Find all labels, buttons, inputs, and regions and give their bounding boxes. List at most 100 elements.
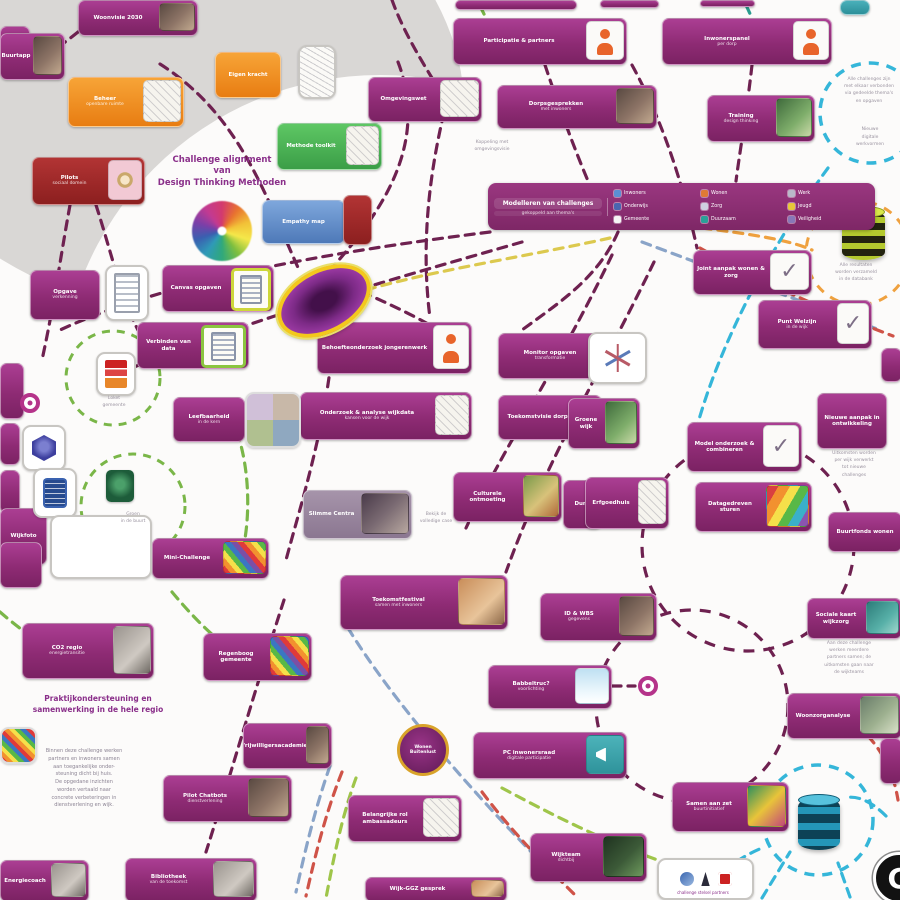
card-sociale-kaart[interactable]: Sociale kaart wijkzorg	[807, 598, 900, 639]
card-cultuur[interactable]: Culturele ontmoeting	[453, 472, 562, 522]
card-joint-aanpak[interactable]: Joint aanpak wonen & zorg	[693, 250, 812, 295]
sketch-people-icon[interactable]	[298, 45, 336, 99]
card-ambassadeurs[interactable]: Belangrijke rol ambassadeurs	[348, 795, 462, 842]
bar-top-1[interactable]	[455, 0, 577, 10]
card-sublabel: openbare ruimte	[86, 102, 124, 108]
rainbow-square-icon[interactable]	[0, 727, 37, 764]
card-buurtfonds[interactable]: Buurtfonds wonen	[828, 512, 900, 552]
ring-node-babbeltruc[interactable]	[638, 676, 658, 696]
card-woonzorganalyse[interactable]: Woonzorganalyse	[787, 693, 900, 739]
bar-top-teal[interactable]	[840, 0, 870, 15]
card-label: Wijkteam	[551, 851, 581, 858]
card-buurtapp[interactable]: Buurtapp	[0, 33, 65, 80]
card-slimme-centra[interactable]: Slimme Centra	[303, 490, 412, 539]
card-red-tab[interactable]	[343, 195, 372, 245]
card-label-wrap: Woonzorganalyse	[788, 694, 858, 738]
card-regenboog[interactable]: Regenboog gemeente	[203, 633, 312, 681]
card-woonvisie[interactable]: Woonvisie 2030	[78, 0, 198, 36]
text-line: challenges	[841, 472, 867, 478]
hexagon-icon[interactable]	[22, 425, 66, 471]
person-thumb	[433, 325, 469, 369]
red-stack-icon[interactable]	[96, 352, 136, 396]
card-right-cut-a[interactable]	[881, 348, 900, 382]
card-nieuwe-aanpak[interactable]: Nieuwe aanpak in ontwikkeling	[817, 393, 887, 449]
method-wheel[interactable]	[192, 201, 252, 261]
room-photo[interactable]	[50, 515, 152, 579]
card-mini-challenge[interactable]: Mini-Challenge	[152, 538, 269, 579]
card-snowflake-groen[interactable]: Groene wijk	[568, 398, 640, 449]
legend-item: Werk	[788, 190, 869, 197]
legend-item: Wonen	[701, 190, 782, 197]
card-eigen-kracht[interactable]: Eigen kracht	[215, 52, 281, 98]
card-erfgoedhuis[interactable]: Erfgoedhuis	[585, 477, 669, 529]
legend-swatch	[788, 190, 795, 197]
card-methode-toolkit[interactable]: Methode toolkit	[277, 123, 382, 170]
text-line: Loket	[107, 396, 121, 401]
card-right-cut-b[interactable]	[880, 738, 900, 784]
text-line: de wijkteams	[834, 669, 864, 675]
card-participatie[interactable]: Participatie & partners	[453, 18, 627, 65]
card-datagedreven[interactable]: Datagedreven sturen	[695, 482, 812, 532]
card-vrijwilligers[interactable]: Vrijwilligersacademie	[243, 723, 332, 769]
text-line: werkvormen	[855, 142, 885, 148]
card-canvas[interactable]: Canvas opgaven	[162, 265, 274, 312]
card-label-wrap: Vrijwilligersacademie	[244, 724, 307, 768]
card-sublabel: energietransitie	[49, 651, 85, 657]
card-behoefteonderzoek[interactable]: Behoefteonderzoek jongerenwerk	[317, 322, 472, 374]
card-omgevingswet[interactable]: Omgevingswet	[368, 77, 482, 122]
partner-logos[interactable]	[657, 858, 754, 900]
card-babbeltruc[interactable]: Babbeltruc?voorlichting	[488, 665, 612, 709]
emblem-icon[interactable]	[33, 468, 77, 518]
card-label: Participatie & partners	[483, 38, 555, 45]
card-energiecoach[interactable]: Energiecoach	[0, 860, 89, 900]
bar-top-3[interactable]	[700, 0, 755, 7]
card-model-onderzoek[interactable]: Model onderzoek & combineren	[687, 422, 802, 472]
card-label: Training	[728, 112, 754, 119]
card-label-wrap: Woonvisie 2030	[79, 1, 157, 35]
database-blauw[interactable]	[798, 794, 840, 850]
green-square-icon[interactable]	[106, 470, 134, 502]
ring-node-links[interactable]	[20, 393, 40, 413]
card-verbinden[interactable]: Verbinden van data	[137, 322, 249, 369]
card-wijk-ggz[interactable]: Wijk-GGZ gesprek	[365, 877, 507, 900]
photo-dark-thumb	[619, 596, 654, 636]
legend-swatch	[614, 190, 621, 197]
card-label: Model onderzoek & combineren	[694, 440, 755, 453]
bar-top-2[interactable]	[600, 0, 659, 8]
connector	[424, 80, 454, 320]
card-empathy-map[interactable]: Empathy map	[262, 200, 345, 244]
photo-collage[interactable]	[245, 392, 301, 448]
card-left-cut-d[interactable]	[0, 542, 42, 588]
card-left-cut-a[interactable]	[0, 363, 24, 419]
snowflake-icon[interactable]	[588, 332, 647, 384]
card-sublabel: transformatie	[534, 356, 566, 362]
text-line: Alle resultaten	[839, 263, 873, 268]
clipboard-icon[interactable]	[105, 265, 149, 321]
card-left-cut-b[interactable]	[0, 423, 20, 465]
wonen-buitenlust-node[interactable]: Wonen Buitenlust	[397, 724, 449, 776]
